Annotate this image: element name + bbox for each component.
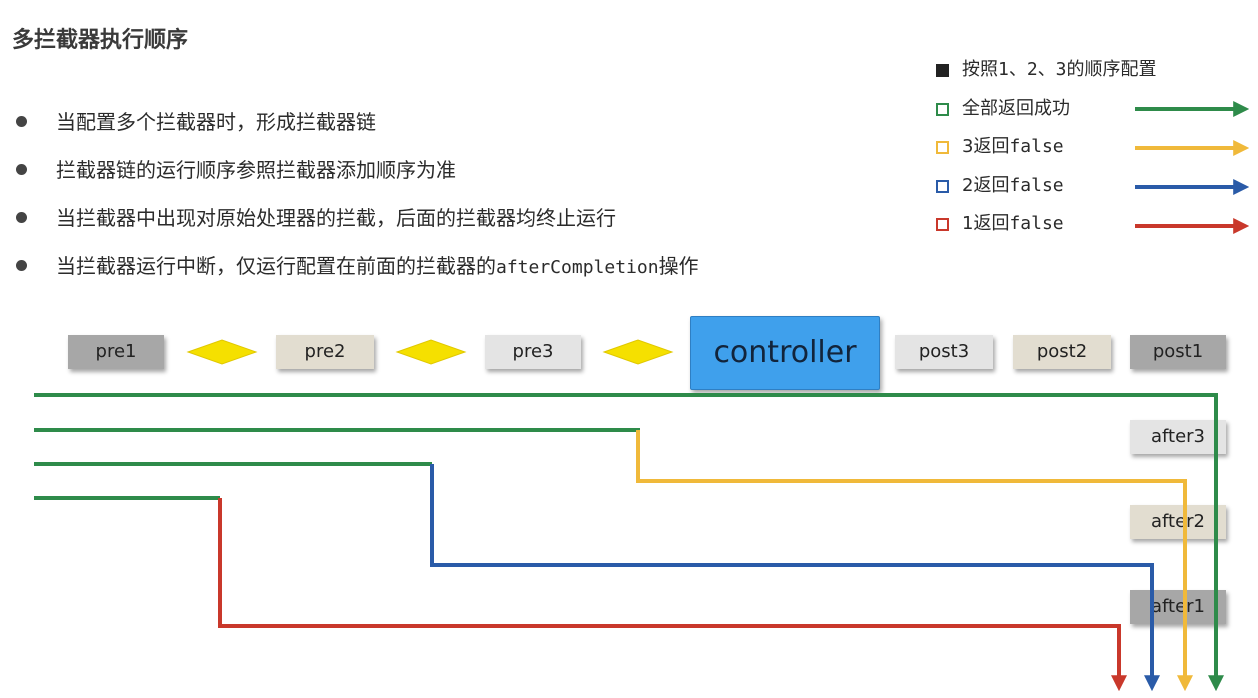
legend-yellow-square-icon: [936, 141, 949, 154]
bullet-item: 拦截器链的运行顺序参照拦截器添加顺序为准: [14, 152, 699, 200]
yellow-flow-line: [636, 430, 1193, 692]
bullet-item: 当拦截器中出现对原始处理器的拦截，后面的拦截器均终止运行: [14, 200, 699, 248]
bullet-dot-icon: [16, 116, 27, 127]
pre3-box: pre3: [485, 335, 581, 369]
bullet-list: 当配置多个拦截器时，形成拦截器链 拦截器链的运行顺序参照拦截器添加顺序为准 当拦…: [14, 104, 699, 296]
legend-green-square-icon: [936, 102, 949, 116]
legend-label: 全部返回成功: [962, 97, 1070, 119]
legend-filled-square-icon: [936, 64, 949, 77]
bullet-dot-icon: [16, 212, 27, 223]
pre1-box: pre1: [68, 335, 164, 369]
red-flow-line: [218, 498, 1127, 692]
legend-mono: false: [1009, 213, 1064, 234]
page-title: 多拦截器执行顺序: [12, 28, 189, 53]
bullet-text: 当配置多个拦截器时，形成拦截器链: [56, 110, 376, 134]
legend-mono: false: [1009, 174, 1064, 196]
blue-flow-line: [430, 464, 1160, 692]
diamond-connector-3: [602, 339, 674, 365]
legend-text: 3返回: [962, 136, 1010, 157]
diamond-connector-1: [186, 339, 258, 365]
green-flow-line: [34, 393, 1224, 692]
legend-mono: false: [1009, 136, 1064, 157]
bullet-code: afterCompletion: [496, 257, 659, 278]
legend-label: 按照1、2、3的顺序配置: [962, 56, 1157, 84]
legend-mono: 1、2、3: [998, 59, 1067, 80]
legend-blue-square-icon: [936, 179, 949, 193]
bullet-text: 当拦截器运行中断，仅运行配置在前面的拦截器的: [56, 254, 496, 278]
green-flow-line-2: [34, 428, 1187, 684]
legend-red-square-icon: [936, 218, 949, 231]
bullet-item: 当拦截器运行中断，仅运行配置在前面的拦截器的afterCompletion操作: [14, 248, 699, 296]
after2-box: after2: [1130, 505, 1226, 539]
bullet-dot-icon: [16, 260, 27, 271]
legend-text: 2返回: [962, 174, 1010, 196]
legend-label: 1返回false: [962, 210, 1064, 238]
bullet-dot-icon: [16, 164, 27, 175]
bullet-text: 当拦截器中出现对原始处理器的拦截，后面的拦截器均终止运行: [56, 206, 616, 230]
diamond-connector-2: [395, 339, 467, 365]
post3-box: post3: [895, 335, 993, 369]
legend-label: 3返回false: [962, 133, 1064, 161]
after3-box: after3: [1130, 420, 1226, 454]
legend-text: 按照: [962, 59, 998, 80]
bullet-item: 当配置多个拦截器时，形成拦截器链: [14, 104, 699, 152]
after1-box: after1: [1130, 590, 1226, 624]
pre2-box: pre2: [276, 335, 374, 369]
legend-text: 1返回: [962, 213, 1010, 234]
post1-box: post1: [1130, 335, 1226, 369]
post2-box: post2: [1013, 335, 1111, 369]
bullet-text-after: 操作: [658, 254, 699, 278]
controller-box: controller: [690, 316, 880, 390]
legend-label: 2返回false: [962, 172, 1064, 200]
bullet-text: 拦截器链的运行顺序参照拦截器添加顺序为准: [56, 158, 456, 182]
legend-text-after: 的顺序配置: [1066, 59, 1157, 80]
